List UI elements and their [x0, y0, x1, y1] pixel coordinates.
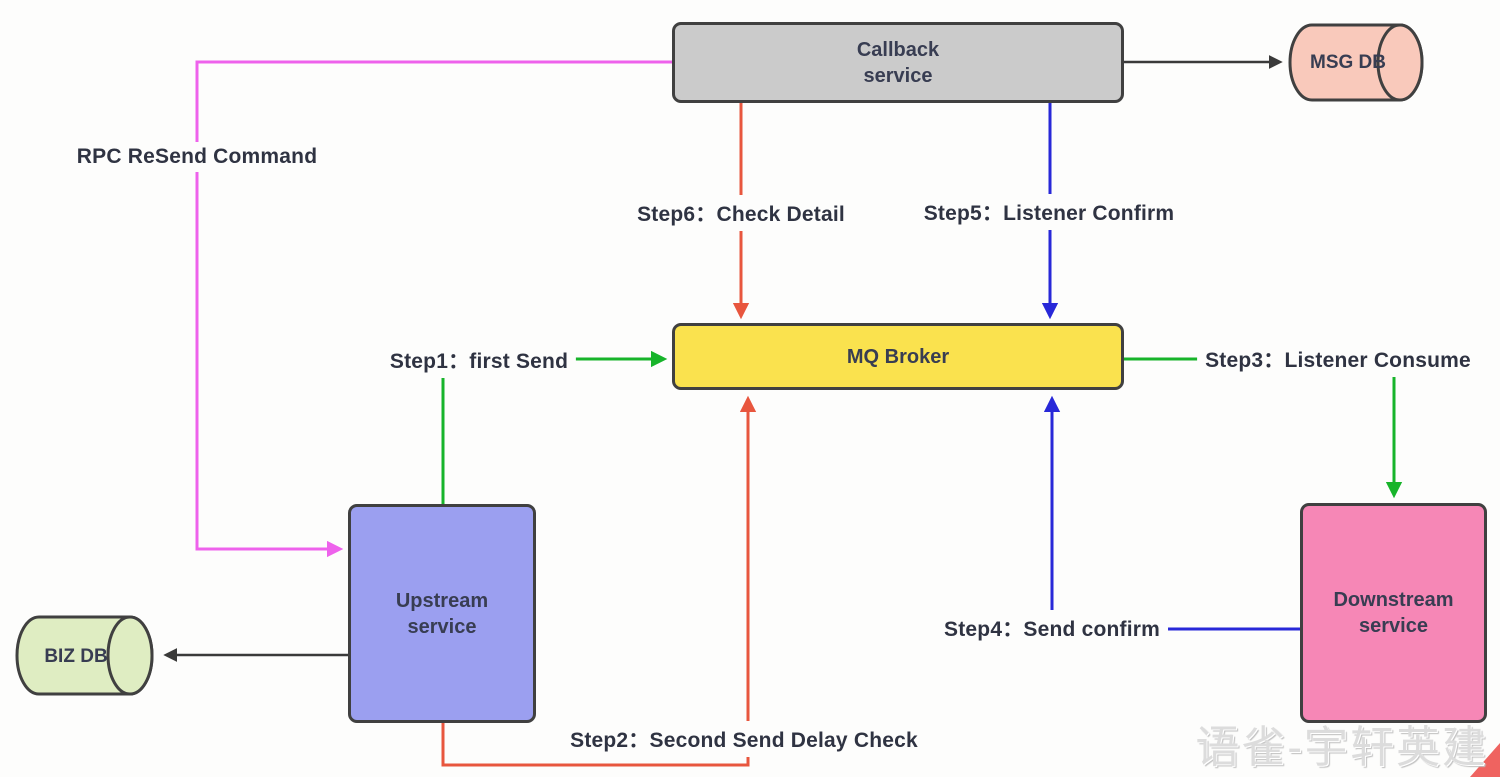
edge-step2-second-send: [441, 395, 757, 767]
edge-label-step6: Step6：Check Detail: [629, 195, 853, 231]
watermark: 语雀-宇轩英建: [1195, 723, 1488, 772]
edge-label-rpc-resend: RPC ReSend Command: [68, 142, 326, 172]
edge-label-step5: Step5：Listener Confirm: [915, 194, 1183, 230]
edge-label-step4: Step4：Send confirm: [936, 610, 1168, 646]
edge-rpc-resend: [195, 60, 672, 558]
edge-label-step1: Step1：first Send: [381, 342, 577, 378]
edge-label-step2: Step2：Second Send Delay Check: [562, 721, 926, 757]
node-callback-service: Callback service: [672, 22, 1124, 103]
node-mq-broker: MQ Broker: [672, 323, 1124, 390]
edge-step4-send-confirm: [1043, 395, 1300, 631]
node-msg-db-label: MSG DB: [1310, 52, 1386, 73]
node-upstream-service: Upstream service: [348, 504, 536, 723]
msg-db-cylinder: [1288, 23, 1424, 102]
edge-step3-listener-consume: [1124, 357, 1403, 499]
biz-db-cylinder: [15, 615, 154, 696]
edge-label-step3: Step3：Listener Consume: [1197, 341, 1479, 377]
biz-db-rim: [106, 615, 154, 696]
node-biz-db-label: BIZ DB: [44, 646, 108, 667]
node-downstream-service: Downstream service: [1300, 503, 1487, 723]
corner-mark: [1470, 743, 1500, 777]
edge-step1-first-send: [441, 350, 668, 504]
msg-db-rim: [1376, 23, 1424, 102]
